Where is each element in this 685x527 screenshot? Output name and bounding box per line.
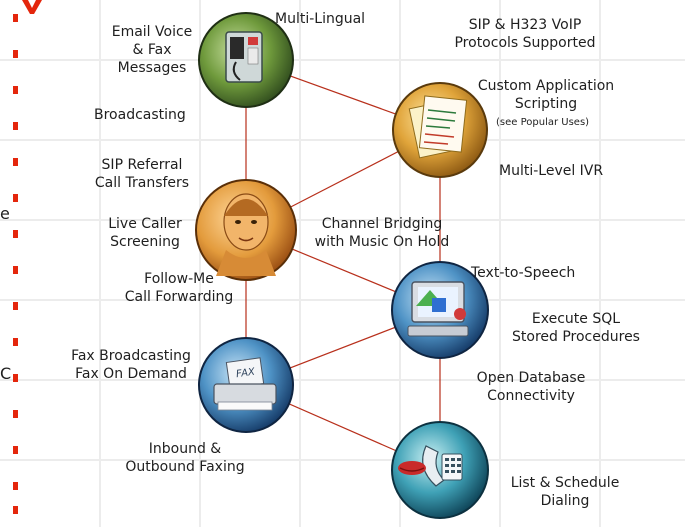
label-sip-referral: SIP Referral Call Transfers [94,157,190,191]
edge-char: C [0,364,12,383]
label-custom-app: Custom Application Scripting [477,78,615,112]
label-email-voice-fax: Email Voice & Fax Messages [111,24,193,76]
fax-sheet-label: FAX [235,367,256,381]
label-multi-level-ivr: Multi-Level IVR [499,163,604,179]
label-popular-uses: (see Popular Uses) [496,117,590,128]
dash-mark [13,230,18,238]
dash-mark [13,482,18,490]
label-broadcasting: Broadcasting [94,107,186,123]
header-fragment [22,0,42,14]
label-inbound-outbound: Inbound & Outbound Faxing [125,441,245,475]
label-execute-sql: Execute SQL Stored Procedures [512,311,640,345]
dash-mark [13,446,18,454]
dash-mark [13,302,18,310]
dash-mark [13,338,18,346]
dash-mark [13,14,18,22]
label-text-to-speech: Text-to-Speech [471,265,576,281]
phone-handset-icon [391,421,489,519]
dash-mark [13,158,18,166]
dash-mark [13,374,18,382]
dash-mark [13,506,18,514]
label-live-caller: Live Caller Screening [108,216,182,250]
label-channel-bridging: Channel Bridging with Music On Hold [314,216,450,250]
dash-mark [13,50,18,58]
dash-mark [13,194,18,202]
label-follow-me: Follow-Me Call Forwarding [124,271,234,305]
dash-mark [13,410,18,418]
edge-char: e [0,204,10,223]
label-odbc: Open Database Connectivity [476,370,586,404]
dash-mark [13,122,18,130]
dash-mark [13,266,18,274]
label-sip-h323: SIP & H323 VoIP Protocols Supported [454,17,596,51]
documents-icon [392,82,488,178]
label-multi-lingual: Multi-Lingual [275,11,366,27]
computer-icon [391,261,489,359]
phone-booth-icon [198,12,294,108]
face-icon [195,179,297,281]
label-fax-broadcasting: Fax Broadcasting Fax On Demand [71,348,191,382]
dash-mark [13,86,18,94]
fax-icon: FAX [198,337,294,433]
label-list-schedule: List & Schedule Dialing [510,475,620,509]
